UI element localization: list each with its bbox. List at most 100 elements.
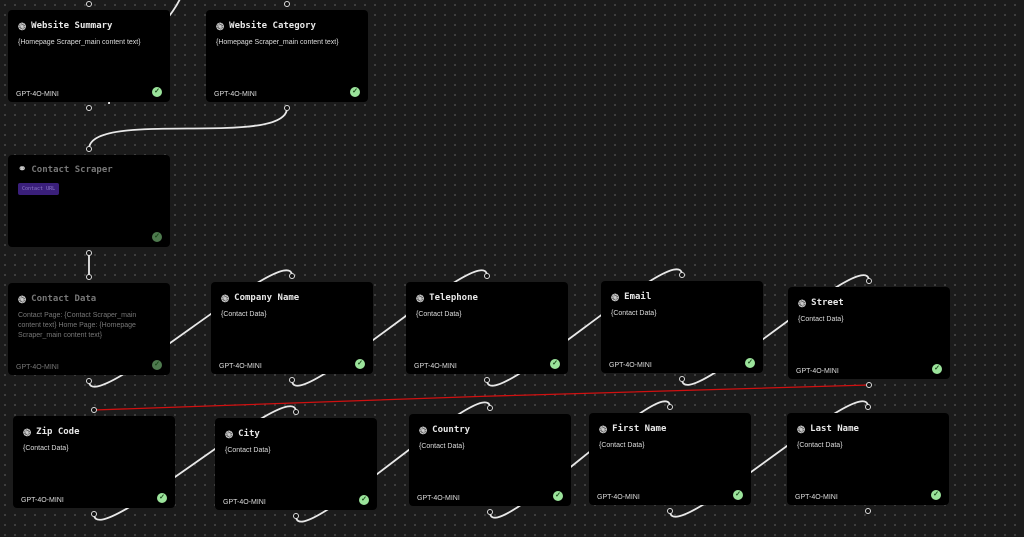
- connection-wire[interactable]: [93, 405, 297, 521]
- check-icon: ✓: [355, 359, 365, 369]
- connection-handle[interactable]: [293, 513, 299, 519]
- connection-handle[interactable]: [86, 250, 92, 256]
- node-title-text: Country: [432, 425, 471, 435]
- openai-icon: ֍: [221, 294, 230, 305]
- connection-wire[interactable]: [669, 400, 869, 518]
- connection-handle[interactable]: [679, 272, 685, 278]
- node-title-text: Street: [811, 298, 844, 308]
- connection-handle[interactable]: [487, 509, 493, 515]
- node-prompt: {Homepage Scraper_main content text}: [216, 39, 339, 46]
- connection-handle[interactable]: [293, 409, 299, 415]
- node-title: ⚭ Contact Scraper: [18, 164, 113, 175]
- check-icon: ✓: [931, 490, 941, 500]
- check-icon: ✓: [152, 87, 162, 97]
- connection-handle[interactable]: [284, 105, 290, 111]
- check-icon: ✓: [745, 358, 755, 368]
- node-title: ֍Zip Code: [23, 425, 80, 439]
- connection-wire[interactable]: [88, 269, 293, 388]
- connection-handle[interactable]: [86, 146, 92, 152]
- node-title: ֍Last Name: [797, 422, 859, 436]
- model-label: GPT-4O-MINI: [21, 497, 64, 504]
- connection-handle[interactable]: [484, 377, 490, 383]
- model-label: GPT-4O-MINI: [214, 91, 257, 98]
- node-title-text: Contact Scraper: [31, 164, 113, 175]
- check-icon: ✓: [157, 493, 167, 503]
- connection-wire[interactable]: [291, 269, 488, 387]
- node-first-name[interactable]: ֍First Name{Contact Data}GPT-4O-MINI✓: [589, 413, 751, 505]
- openai-icon: ֍: [419, 426, 428, 437]
- link-icon: ⚭: [18, 164, 27, 175]
- node-title: ֍ Company Name: [221, 291, 299, 305]
- model-label: GPT-4O-MINI: [417, 495, 460, 502]
- node-website-category[interactable]: ֍Website Category {Homepage Scraper_main …: [206, 10, 368, 102]
- check-icon: ✓: [152, 232, 162, 242]
- node-email[interactable]: ֍Email{Contact Data}GPT-4O-MINI✓: [601, 281, 763, 373]
- node-last-name[interactable]: ֍Last Name{Contact Data}GPT-4O-MINI✓: [787, 413, 949, 505]
- node-street[interactable]: ֍Street{Contact Data}GPT-4O-MINI✓: [788, 287, 950, 379]
- connection-handle[interactable]: [91, 511, 97, 517]
- connection-handle[interactable]: [866, 382, 872, 388]
- connection-wire[interactable]: [295, 401, 491, 523]
- node-title-text: Company Name: [234, 293, 300, 303]
- connection-handle[interactable]: [484, 273, 490, 279]
- openai-icon: ֍: [611, 293, 620, 304]
- model-label: GPT-4O-MINI: [219, 363, 262, 370]
- connection-handle[interactable]: [866, 278, 872, 284]
- connection-handle[interactable]: [667, 404, 673, 410]
- node-title: ֍First Name: [599, 422, 666, 436]
- connection-handle[interactable]: [667, 508, 673, 514]
- connection-wire[interactable]: [681, 274, 870, 386]
- model-label: GPT-4O-MINI: [796, 368, 839, 375]
- check-icon: ✓: [359, 495, 369, 505]
- connection-handle[interactable]: [86, 105, 92, 111]
- node-inputs: Contact URL: [18, 183, 160, 195]
- node-website-summary[interactable]: ֍ Website Summary {Homepage Scraper_main c…: [8, 10, 170, 102]
- node-telephone[interactable]: ֍Telephone{Contact Data}GPT-4O-MINI✓: [406, 282, 568, 374]
- connection-handle[interactable]: [91, 407, 97, 413]
- node-zip-code[interactable]: ֍Zip Code {Contact Data} GPT-4O-MINI ✓: [13, 416, 175, 508]
- node-title: ֍City: [225, 427, 260, 441]
- openai-icon: ֍: [18, 295, 27, 306]
- connection-handle[interactable]: [86, 378, 92, 384]
- check-icon: ✓: [350, 87, 360, 97]
- connection-wire[interactable]: [88, 107, 288, 150]
- node-title: ֍ Email: [611, 290, 651, 304]
- node-company-name[interactable]: ֍ Company Name {Contact Data} GPT-4O-MINI ✓: [211, 282, 373, 374]
- connection-handle[interactable]: [865, 404, 871, 410]
- model-label: GPT-4O-MINI: [609, 362, 652, 369]
- connection-wire[interactable]: [486, 268, 683, 387]
- node-prompt: {Homepage Scraper_main content text}: [18, 39, 141, 46]
- node-prompt: Contact Page: {Contact Scraper_main cont…: [18, 312, 137, 339]
- connection-handle[interactable]: [284, 1, 290, 7]
- node-title: ֍ Telephone: [416, 291, 478, 305]
- connection-handle[interactable]: [865, 508, 871, 514]
- node-title-text: Website Summary: [31, 21, 113, 31]
- node-prompt: {Contact Data}: [221, 311, 267, 318]
- node-title-text: Last Name: [810, 424, 859, 434]
- node-prompt: {Contact Data}: [225, 447, 271, 454]
- node-city[interactable]: ֍City{Contact Data}GPT-4O-MINI✓: [215, 418, 377, 510]
- node-title: ֍ Country: [419, 423, 470, 437]
- check-icon: ✓: [932, 364, 942, 374]
- node-title: ֍Street: [798, 296, 844, 310]
- node-title-text: Telephone: [429, 293, 478, 303]
- connection-handle[interactable]: [487, 405, 493, 411]
- connection-handle[interactable]: [86, 1, 92, 7]
- check-icon: ✓: [550, 359, 560, 369]
- connection-handle[interactable]: [289, 377, 295, 383]
- connection-handle[interactable]: [679, 376, 685, 382]
- openai-icon: ֍: [18, 22, 27, 33]
- connection-handle[interactable]: [86, 274, 92, 280]
- node-title-text: Zip Code: [36, 427, 80, 437]
- selected-connection-wire[interactable]: [93, 384, 870, 411]
- connection-handle[interactable]: [289, 273, 295, 279]
- node-country[interactable]: ֍Country{Contact Data}GPT-4O-MINI✓: [409, 414, 571, 506]
- node-title-text: Email: [624, 292, 652, 302]
- connection-wire[interactable]: [489, 400, 671, 519]
- node-prompt: {Contact Data}: [23, 445, 69, 452]
- openai-icon: ֍: [416, 294, 425, 305]
- node-title: ֍Website Category: [216, 19, 316, 33]
- model-label: GPT-4O-MINI: [597, 494, 640, 501]
